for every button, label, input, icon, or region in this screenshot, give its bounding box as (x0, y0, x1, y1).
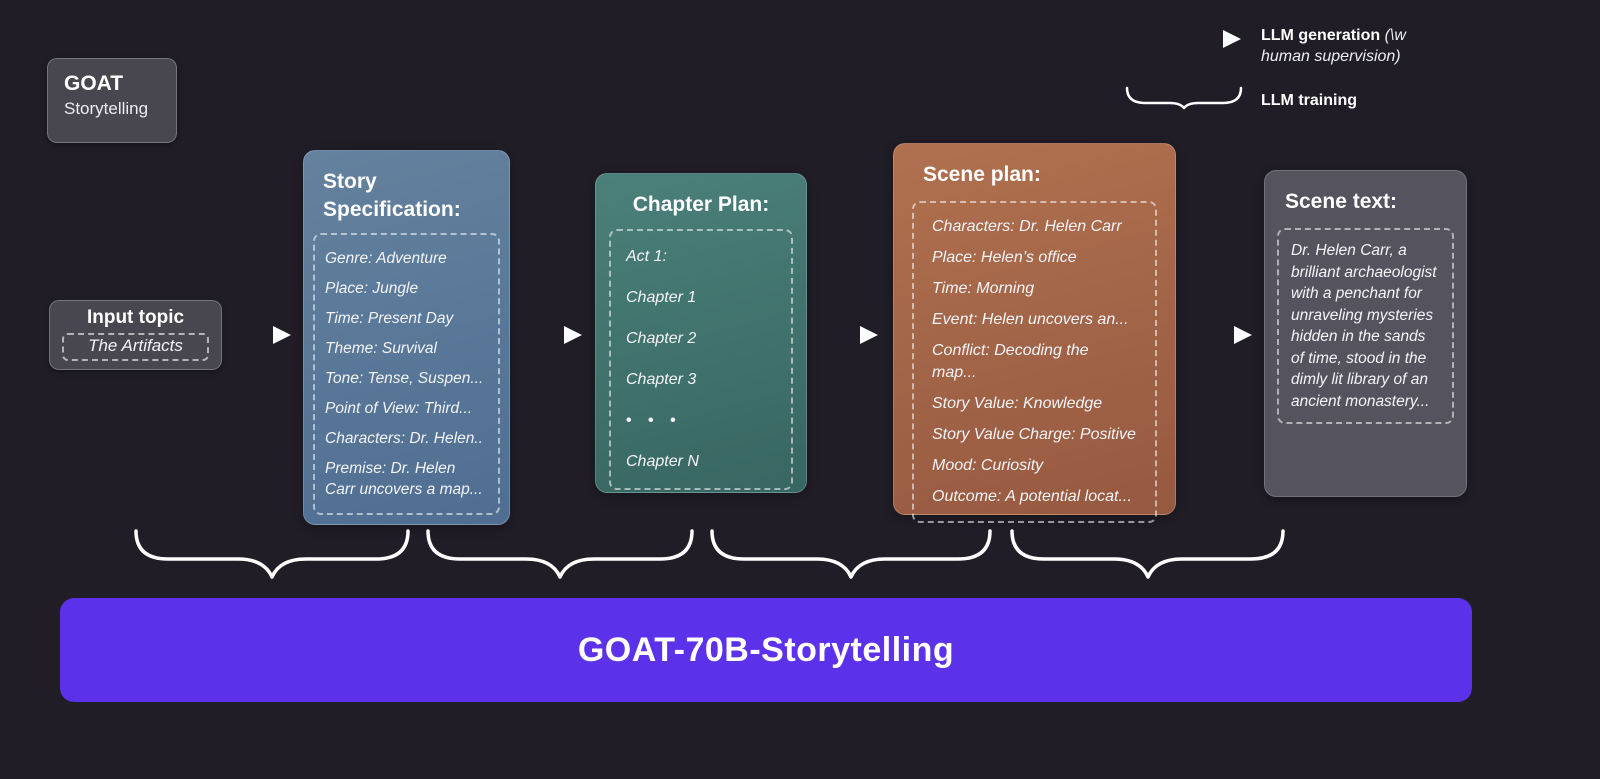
scene-plan-title: Scene plan: (923, 163, 1041, 186)
story-specification-title: Story Specification: (323, 170, 461, 221)
scene-plan-item: Time: Morning (932, 280, 1035, 297)
chapter-plan-item: Chapter 2 (626, 330, 697, 347)
story-specification-item: Point of View: Third... (325, 400, 473, 417)
input-topic-box: Input topic The Artifacts (49, 300, 222, 370)
legend-brace-icon (1125, 86, 1243, 110)
legend-generation-italic-2: human supervision) (1261, 48, 1401, 65)
story-specification-item: Time: Present Day (325, 310, 454, 327)
model-bar-label: GOAT-70B-Storytelling (577, 630, 955, 669)
story-specification-item: Characters: Dr. Helen.. (325, 430, 483, 447)
flow-arrow-icon (1188, 326, 1252, 344)
chapter-plan-item: Act 1: (626, 248, 667, 265)
scene-text-content-box: Dr. Helen Carr, a brilliant archaeologis… (1277, 228, 1454, 424)
input-topic-title: Input topic (86, 307, 185, 328)
training-brace-icon (426, 529, 694, 579)
scene-plan-item: Place: Helen’s office (932, 249, 1077, 266)
flow-arrow-icon (518, 326, 582, 344)
story-specification-item: Theme: Survival (325, 340, 437, 357)
scene-plan-item: Event: Helen uncovers an... (932, 311, 1129, 328)
model-bar: GOAT-70B-Storytelling (60, 598, 1472, 702)
legend-llm-training-label: LLM training (1261, 92, 1357, 109)
flow-arrow-icon (814, 326, 878, 344)
training-brace-icon (134, 529, 410, 579)
scene-plan-item: Story Value Charge: Positive (932, 426, 1136, 443)
chapter-plan-item: Chapter N (626, 453, 699, 470)
legend-generation-italic-1: (\w (1384, 27, 1406, 44)
input-topic-value: The Artifacts (62, 333, 209, 361)
scene-text-body: Dr. Helen Carr, a brilliant archaeologis… (1291, 242, 1437, 410)
goat-storytelling-badge: GOAT Storytelling (47, 58, 177, 143)
story-specification-item: Genre: Adventure (325, 250, 447, 267)
legend-arrow-icon (1181, 30, 1241, 48)
scene-plan-item: Characters: Dr. Helen Carr (932, 218, 1122, 235)
scene-plan-item: Outcome: A potential locat... (932, 488, 1132, 505)
legend-generation-bold: LLM generation (1261, 27, 1381, 44)
scene-text-title: Scene text: (1285, 190, 1398, 213)
legend-llm-generation-label: LLM generation (\w human supervision) (1261, 25, 1491, 67)
badge-subtitle: Storytelling (64, 99, 149, 118)
scene-plan-item: Conflict: Decoding the map... (932, 342, 1089, 381)
chapter-plan-item: Chapter 3 (626, 371, 697, 388)
scene-plan-item: Mood: Curiosity (932, 457, 1044, 474)
story-specification-item: Place: Jungle (325, 280, 419, 297)
training-brace-icon (1010, 529, 1285, 579)
scene-plan-item: Story Value: Knowledge (932, 395, 1103, 412)
scene-text-box: Scene text: Dr. Helen Carr, a brilliant … (1264, 170, 1467, 497)
chapter-plan-box: Chapter Plan: Act 1: Chapter 1 Chapter 2 Ch… (595, 173, 807, 493)
training-brace-icon (710, 529, 992, 579)
story-specification-item: Tone: Tense, Suspen... (325, 370, 484, 387)
chapter-plan-list: Act 1: Chapter 1 Chapter 2 Chapter 3 • • • Ch… (609, 229, 793, 490)
chapter-plan-title: Chapter Plan: (632, 193, 770, 216)
chapter-plan-item: • • • (626, 412, 682, 429)
badge-title: GOAT (64, 72, 124, 95)
chapter-plan-item: Chapter 1 (626, 289, 697, 306)
flow-arrow-icon (227, 326, 291, 344)
story-specification-item: Premise: Dr. Helen Carr uncovers a map..… (325, 460, 483, 498)
